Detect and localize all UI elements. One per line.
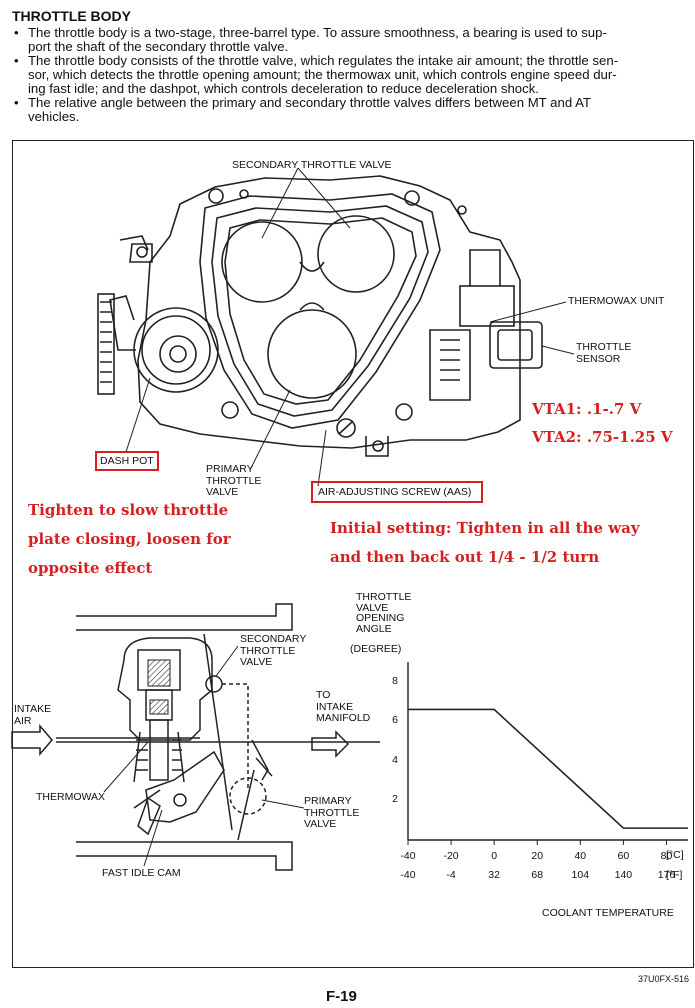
- bullet-line: vehicles.: [28, 109, 80, 124]
- label-line: VALVE: [304, 818, 337, 830]
- label-line: PRIMARY: [206, 463, 254, 475]
- note-line: Initial setting: Tighten in all the way: [330, 519, 640, 537]
- annotation-dashpot-note: Tighten to slow throttle plate closing, …: [28, 496, 231, 583]
- x-tick-label-c: 0: [491, 850, 498, 862]
- label-thermowax-unit: THERMOWAX UNIT: [568, 295, 665, 307]
- page-number: F-19: [326, 988, 357, 1005]
- label-secondary-throttle-valve: SECONDARY THROTTLE VALVE: [232, 159, 392, 171]
- x-tick-label-c: 80: [660, 850, 673, 862]
- y-tick-label: 2: [392, 793, 398, 806]
- aas-highlight: [311, 481, 483, 503]
- label-line: THROTTLE: [576, 341, 632, 353]
- x-tick-label-f: 104: [571, 869, 590, 881]
- annotation-vta1: VTA1: .1-.7 V: [532, 400, 642, 418]
- label-line: THROTTLE: [304, 806, 360, 819]
- label-line: PRIMARY: [304, 795, 352, 807]
- chart-ylabel: THROTTLE VALVE OPENING ANGLE: [356, 592, 411, 634]
- bullet-line: The relative angle between the primary a…: [28, 95, 591, 110]
- x-tick-label-f: 32: [488, 869, 500, 881]
- bullet-list: • The throttle body is a two-stage, thre…: [12, 26, 695, 124]
- label-to-intake-manifold: TO INTAKE MANIFOLD: [316, 689, 371, 725]
- label-throttle-sensor: THROTTLE SENSOR: [576, 341, 632, 365]
- chart-unit-f: [°F]: [666, 869, 683, 881]
- label-air-adjusting-screw: AIR-ADJUSTING SCREW (AAS): [318, 486, 472, 498]
- bullet-line: The throttle body is a two-stage, three-…: [28, 25, 607, 40]
- x-tick-label-c: 20: [531, 850, 544, 862]
- label-fast-idle-cam: FAST IDLE CAM: [102, 867, 181, 879]
- x-tick-label-c: -40: [400, 850, 416, 862]
- label-line: TO: [316, 689, 331, 701]
- chart-xlabel: COOLANT TEMPERATURE: [542, 907, 674, 919]
- label-intake-air: INTAKE AIR: [14, 703, 52, 727]
- bullet-line: port the shaft of the secondary throttle…: [28, 39, 289, 54]
- illustration-frame: [12, 140, 694, 968]
- annotation-vta2: VTA2: .75-1.25 V: [532, 428, 673, 446]
- bullet-item: • The throttle body consists of the thro…: [12, 54, 695, 96]
- x-tick-label-c: 60: [617, 850, 630, 862]
- x-tick-label-f: 176: [657, 869, 676, 881]
- annotation-aas-note: Initial setting: Tighten in all the way …: [330, 514, 640, 572]
- bullet-dot: •: [14, 25, 19, 40]
- x-tick-label-f: 140: [614, 869, 633, 881]
- label-primary-throttle-valve: PRIMARY THROTTLE VALVE: [206, 463, 262, 499]
- x-tick-label-f: 68: [531, 869, 544, 881]
- label-line: INTAKE: [316, 700, 354, 713]
- bullet-item: • The relative angle between the primary…: [12, 96, 695, 124]
- ylabel-line: OPENING: [356, 612, 405, 624]
- label-line: MANIFOLD: [316, 712, 371, 724]
- x-tick-label-f: -4: [446, 869, 456, 881]
- label-dash-pot: DASH POT: [100, 455, 154, 467]
- label-line: VALVE: [240, 656, 273, 668]
- note-line: Tighten to slow throttle: [28, 501, 229, 519]
- chart-yunit: (DEGREE): [350, 643, 402, 655]
- section-heading: THROTTLE BODY: [12, 8, 131, 24]
- note-line: plate closing, loosen for: [28, 530, 231, 548]
- series-line: [408, 708, 688, 829]
- x-tick-label-f: -40: [400, 869, 416, 881]
- y-tick-label: 4: [392, 753, 398, 766]
- label-line: THROTTLE: [206, 474, 262, 487]
- bullet-line: sor, which detects the throttle opening …: [28, 67, 617, 82]
- label-line: VALVE: [206, 486, 239, 498]
- x-tick-label-c: -20: [443, 850, 459, 862]
- ylabel-line: THROTTLE: [356, 591, 412, 603]
- figure-code: 37U0FX-516: [637, 974, 689, 984]
- ylabel-line: ANGLE: [356, 622, 392, 635]
- label-line: THROTTLE: [240, 644, 296, 657]
- note-line: opposite effect: [28, 559, 153, 577]
- label-line: INTAKE: [14, 703, 52, 715]
- label-line: SENSOR: [576, 352, 621, 365]
- y-tick-label: 8: [392, 674, 398, 687]
- label-line: SECONDARY: [240, 633, 307, 645]
- dash-pot-highlight: [95, 451, 159, 471]
- bullet-line: The throttle body consists of the thrott…: [28, 53, 619, 68]
- note-line: and then back out 1/4 - 1/2 turn: [330, 548, 600, 566]
- chart-unit-c: [°C]: [666, 849, 684, 861]
- label-primary-throttle-valve-2: PRIMARY THROTTLE VALVE: [304, 795, 360, 831]
- bullet-dot: •: [14, 95, 19, 110]
- bullet-dot: •: [14, 53, 19, 68]
- label-thermowax: THERMOWAX: [36, 791, 106, 803]
- x-tick-label-c: 40: [574, 850, 587, 862]
- y-tick-label: 6: [392, 714, 398, 727]
- bullet-item: • The throttle body is a two-stage, thre…: [12, 26, 695, 54]
- bullet-line: ing fast idle; and the dashpot, which co…: [28, 81, 539, 96]
- ylabel-line: VALVE: [356, 601, 389, 614]
- label-line: AIR: [14, 714, 32, 727]
- label-secondary-throttle-valve-2: SECONDARY THROTTLE VALVE: [240, 633, 307, 669]
